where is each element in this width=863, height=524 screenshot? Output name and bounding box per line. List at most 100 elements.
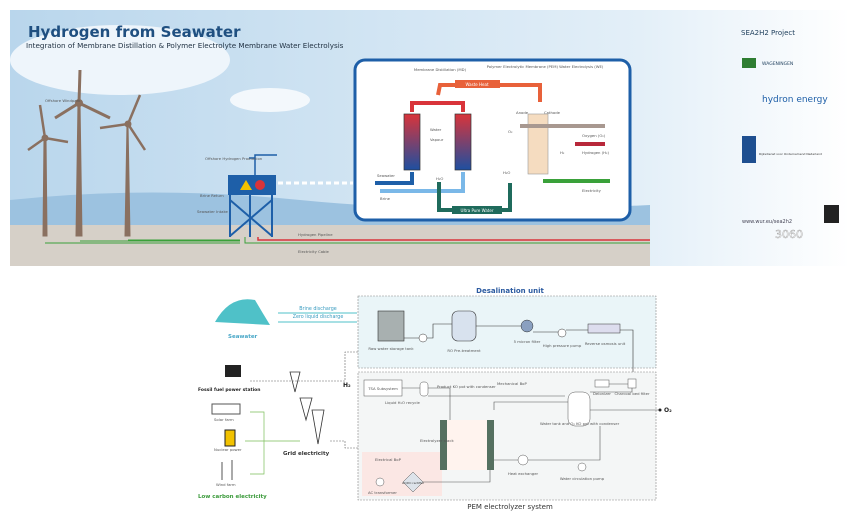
- warning-icon: [240, 180, 252, 190]
- brine-discharge-label: Brine discharge: [299, 306, 337, 312]
- factory-icon: [225, 365, 241, 377]
- h2-output-label: H₂: [343, 382, 351, 389]
- circ-pump-label: Water circulation pump: [560, 476, 605, 481]
- hydron-logo: hydron energy: [762, 95, 828, 105]
- hp-pump-icon: [557, 328, 567, 338]
- rectifier: [402, 471, 424, 493]
- water-tank-ko-pot: [567, 391, 591, 427]
- mech-bop-label: Mechanical BoP: [497, 381, 527, 386]
- charcoal-label: Charcoal bed filter: [614, 391, 649, 396]
- product-pot-label: Product KO pot with condenser: [437, 384, 496, 389]
- heat-exchanger-label: Heat exchanger: [508, 471, 539, 476]
- nuclear-label: Nuclear power: [214, 447, 242, 452]
- wave-icon: [215, 299, 270, 325]
- discharge-arrows: [278, 312, 357, 323]
- qr-code: [824, 205, 839, 223]
- md-hot-channel: [403, 113, 421, 171]
- elec-bop-label: Electrical BoP: [375, 457, 402, 462]
- pem-title: PEM electrolyzer system: [467, 503, 553, 511]
- waste-heat-label: Waste Heat: [465, 82, 488, 87]
- top-subtitle: Integration of Membrane Distillation & P…: [26, 41, 344, 50]
- nuclear-icon: [224, 429, 236, 447]
- hydrogen-label: Hydrogen (H₂): [582, 150, 610, 155]
- rvo-text: Rijksdienst voor Ondernemend Nederland: [759, 152, 822, 156]
- vapour-label: Vapour: [430, 137, 444, 142]
- pem-system: PEM electrolyzer system Mechanical BoP E…: [357, 371, 672, 511]
- seawater-label: Seawater: [228, 334, 258, 340]
- pylon-icons: [289, 371, 325, 445]
- cathode-label: Cathode: [544, 110, 561, 115]
- deionizer: [594, 379, 610, 388]
- zld-label: Zero liquid discharge: [293, 314, 344, 320]
- platform-label: Offshore Hydrogen Production: [205, 156, 263, 161]
- h2-label: H₂: [560, 150, 565, 155]
- desalination-unit: Desalination unit Raw water storage tank…: [357, 287, 657, 380]
- md-title: Membrane Distillation (MD): [414, 67, 467, 72]
- o2-label: O₂: [508, 129, 513, 134]
- ac-transformer: [375, 477, 385, 487]
- circ-pump: [577, 462, 587, 472]
- brine-return-label: Brine Return: [200, 193, 224, 198]
- ac-transformer-label: AC transformer: [368, 490, 397, 495]
- low-carbon-lines: [245, 411, 300, 475]
- low-carbon-label: Low carbon electricity: [198, 494, 267, 500]
- water-label: Water: [430, 127, 442, 132]
- stack-endplate: [487, 420, 494, 470]
- wind-farm-icon: [221, 460, 233, 480]
- ro-unit-label: Reverse osmosis unit: [585, 341, 626, 346]
- stack-endplate: [440, 420, 447, 470]
- ro-pretreatment: [451, 310, 477, 342]
- product-ko-pot: [419, 381, 429, 397]
- pump-icon: [418, 333, 428, 343]
- micron-filter-label: 5 micron filter: [514, 339, 541, 344]
- electrolyzer-stack: [447, 420, 487, 470]
- pem-cell: [527, 113, 549, 175]
- charcoal-filter: [627, 378, 637, 389]
- hp-pump-label: High pressure pump: [543, 343, 582, 348]
- electricity-cable-label: Electricity Cable: [298, 249, 330, 254]
- top-panel: Hydrogen from Seawater Integration of Me…: [10, 10, 850, 266]
- watermark: 3060: [775, 228, 803, 241]
- windpark-label: Offshore Windpark: [45, 98, 81, 103]
- hydrogen-platform: [228, 154, 353, 237]
- wageningen-logo: [742, 58, 756, 68]
- h2o-label: H₂O: [503, 170, 510, 175]
- ro-pre-label: RO Pre-treatment: [447, 348, 481, 353]
- solar-label: Solar farm: [214, 417, 234, 422]
- raw-water-tank: [377, 310, 405, 342]
- wind-turbines: [27, 69, 147, 237]
- upw-label: Ultra Pure Water: [461, 208, 494, 213]
- wageningen-text: WAGENINGEN: [762, 61, 793, 67]
- ro-unit: [587, 323, 621, 334]
- project-label: SEA2H2 Project: [741, 29, 795, 37]
- fossil-label: Fossil fuel power station: [198, 387, 260, 393]
- cloud: [10, 25, 230, 95]
- oxygen-label: Oxygen (O₂): [582, 133, 606, 138]
- solar-icon: [211, 403, 241, 415]
- heat-exchanger: [517, 454, 529, 466]
- desalination-title: Desalination unit: [476, 287, 544, 295]
- top-title: Hydrogen from Seawater: [28, 23, 241, 41]
- url-text[interactable]: www.wur.eu/sea2h2: [742, 219, 792, 225]
- seawater-arrow: [375, 172, 414, 185]
- water-tank-label: Water tank and O₂ KO pot with condenser: [540, 421, 620, 426]
- bottom-panel: Seawater Brine discharge Zero liquid dis…: [198, 287, 672, 511]
- seawater-intake-label: Seawater Intake: [197, 209, 229, 214]
- hydrogen-pipeline: [257, 237, 650, 241]
- raw-tank-label: Raw water storage tank: [368, 346, 414, 351]
- tsa-label: TSA Subsystem: [367, 386, 398, 391]
- h2o-md-label: H₂O: [436, 176, 443, 181]
- cloud: [230, 88, 310, 112]
- grid-lines: [250, 351, 358, 449]
- wind-label: Wind farm: [216, 482, 236, 487]
- pem-title: Polymer Electrolytic Membrane (PEM) Wate…: [487, 64, 604, 69]
- recycle-label: Liquid H₂O recycle: [385, 400, 421, 405]
- deionizer-label: Deionizer: [593, 391, 611, 396]
- anode-label: Anode: [516, 110, 529, 115]
- electricity-cable: [45, 237, 650, 244]
- grid-label: Grid electricity: [283, 451, 330, 457]
- stack-label: Electrolyzer stack: [420, 438, 454, 443]
- seawater-label: Seawater: [377, 173, 395, 178]
- rvo-logo: [742, 136, 756, 163]
